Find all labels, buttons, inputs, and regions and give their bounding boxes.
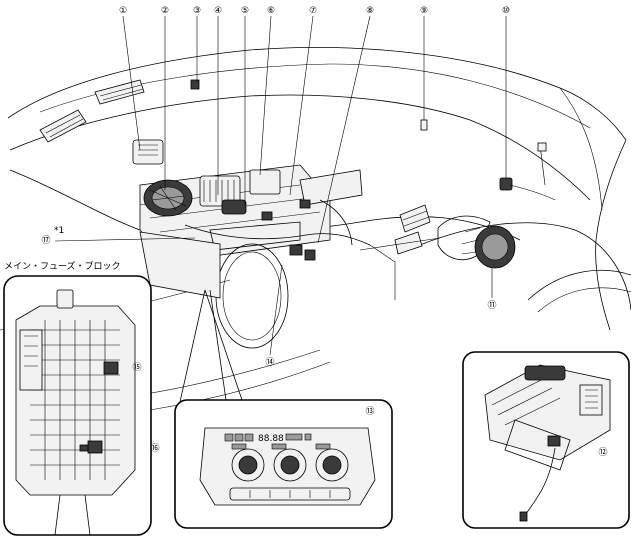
callout-9: ⑨: [420, 6, 428, 16]
note-marker: *1: [54, 226, 64, 236]
callout-5: ⑤: [241, 6, 249, 16]
callout-16: ⑯: [150, 443, 159, 454]
callout-6: ⑥: [267, 6, 275, 16]
vehicle-interior-outline: [0, 47, 631, 411]
callout-10: ⑩: [502, 6, 510, 16]
callout-numbers: ① ② ③ ④ ⑤ ⑥ ⑦ ⑧ ⑨ ⑩ ⑪ ⑭ ⑰ *1: [41, 6, 510, 368]
callout-7: ⑦: [309, 6, 317, 16]
callout-14: ⑭: [265, 357, 274, 368]
callout-12: ⑫: [598, 447, 607, 458]
callout-4: ④: [214, 6, 222, 16]
callout-11: ⑪: [487, 300, 496, 311]
callout-1: ①: [119, 6, 127, 16]
callout-3: ③: [193, 6, 201, 16]
callout-17: ⑰: [41, 235, 50, 246]
callout-13: ⑬: [365, 406, 374, 417]
climate-panel-inset: ⑬ 88.88: [174, 399, 393, 529]
hvac-unit: [132, 79, 556, 349]
callout-2: ②: [161, 6, 169, 16]
panel-display: 88.88: [258, 434, 284, 444]
callout-8: ⑧: [366, 6, 374, 16]
callout-leaders: [54, 15, 597, 454]
fuse-block-label: メイン・フューズ・ブロック: [4, 260, 121, 272]
heater-unit-inset: ⑫: [462, 351, 630, 529]
fuse-block-inset: メイン・フューズ・ブロック ⑮ ⑯: [3, 260, 160, 536]
callout-15: ⑮: [132, 362, 141, 373]
